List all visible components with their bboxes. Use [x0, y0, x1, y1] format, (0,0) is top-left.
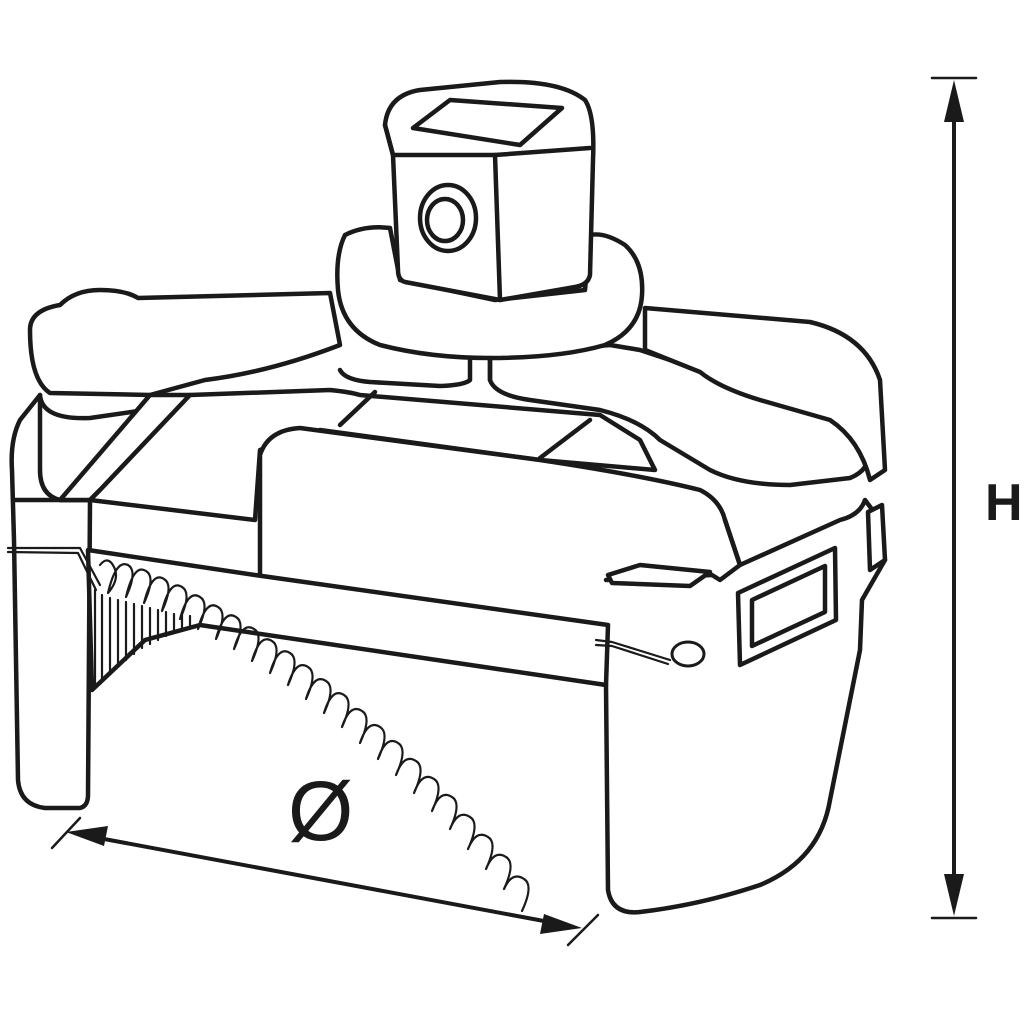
cross-plate-edge	[337, 389, 378, 428]
square-drive-edge-top	[382, 122, 396, 158]
left-jaw	[9, 392, 93, 811]
side-hole-inner	[424, 196, 466, 244]
side-slot	[865, 502, 888, 573]
left-lever-underside	[37, 392, 153, 421]
diameter-tick-right	[566, 913, 600, 947]
tension-spring	[98, 559, 530, 913]
right-lever-base	[642, 305, 888, 483]
diameter-arrow-right	[540, 914, 582, 934]
diameter-label: Ø	[288, 764, 353, 858]
jaw-slot-inner	[749, 563, 828, 649]
cross-plate-edge-2	[537, 417, 593, 461]
band-strap	[85, 547, 611, 693]
square-drive-edge-vertical	[492, 152, 503, 303]
cross-plate	[87, 387, 658, 523]
hub-flange-front	[337, 357, 473, 389]
spring-hook-ring	[670, 640, 706, 668]
diameter-arrow-left	[66, 826, 108, 846]
spring-hook-left	[6, 546, 102, 587]
spring-hook-right	[594, 638, 672, 662]
height-arrow-bottom	[944, 874, 964, 916]
diameter-dimension-line	[86, 834, 562, 926]
left-lever-arm	[27, 287, 343, 398]
square-socket	[410, 97, 565, 148]
height-label: H	[985, 474, 1023, 532]
jaw-slot-window	[735, 545, 839, 668]
jaw-tab	[605, 562, 713, 589]
height-arrow-top	[944, 80, 964, 122]
diameter-tick-left	[50, 816, 82, 850]
spring-hook-right-2	[594, 643, 670, 666]
band-ribs	[93, 588, 192, 690]
spring-hook-left-2	[6, 550, 98, 592]
